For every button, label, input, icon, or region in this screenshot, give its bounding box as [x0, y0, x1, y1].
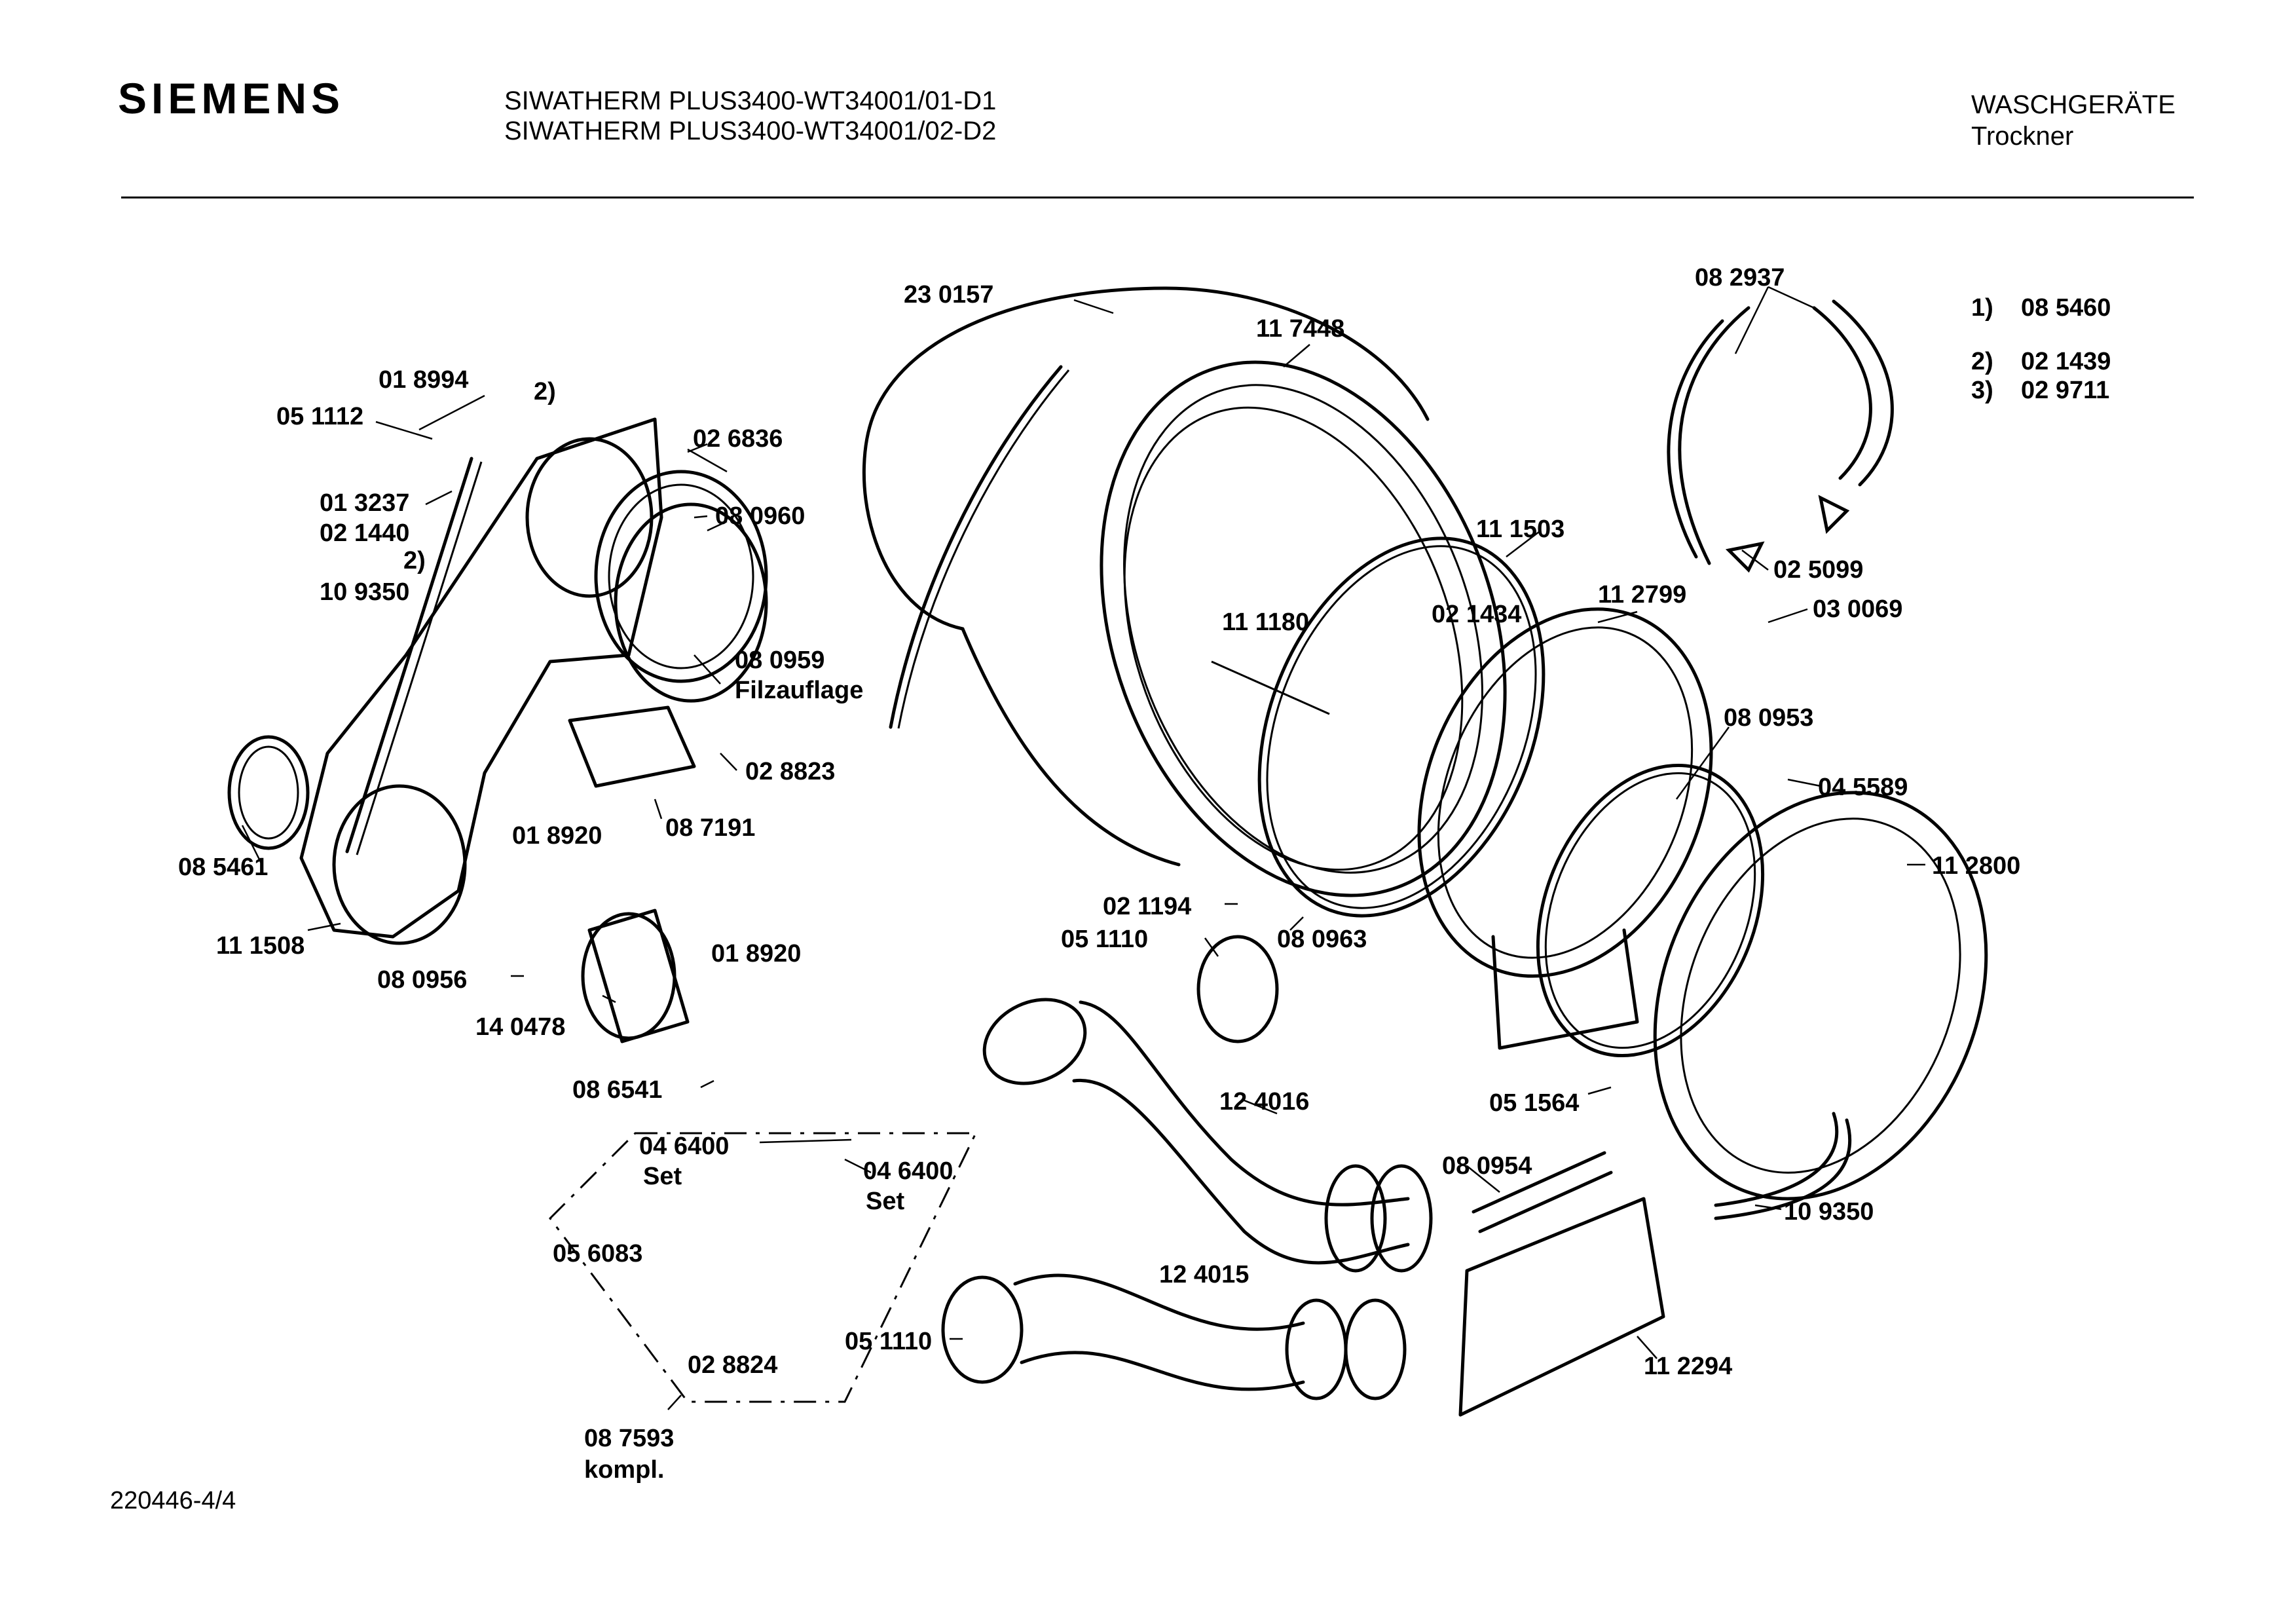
- footnote-list: 1) 08 5460 2) 02 1439 3) 02 9711: [1971, 294, 2111, 404]
- part-label: 08 0956: [377, 966, 467, 994]
- drum-assembly: [862, 286, 1988, 1220]
- part-label: 11 1180: [1222, 609, 1309, 636]
- header-divider: [121, 197, 2194, 198]
- part-label: kompl.: [584, 1456, 664, 1484]
- part-label: 08 7593: [584, 1425, 674, 1452]
- part-label: 08 0963: [1277, 926, 1367, 953]
- part-label: 08 0954: [1442, 1152, 1532, 1180]
- part-label: Set: [866, 1188, 904, 1215]
- footnote-part: 02 9711: [2021, 377, 2109, 404]
- category-title: WASCHGERÄTE: [1971, 90, 2176, 119]
- part-label: 01 8920: [711, 940, 801, 967]
- diagram-id: 220446-4/4: [110, 1487, 236, 1514]
- part-label: 11 2799: [1598, 581, 1686, 609]
- part-label: 04 6400: [863, 1157, 953, 1185]
- part-label: 05 1110: [845, 1328, 932, 1355]
- subcategory-title: Trockner: [1971, 122, 2074, 151]
- part-label: 11 1508: [216, 932, 305, 960]
- part-label: 02 6836: [693, 425, 783, 453]
- part-label: 08 5461: [178, 854, 268, 881]
- part-label: 11 2800: [1932, 852, 2020, 880]
- part-label: 23 0157: [904, 281, 993, 309]
- part-label: Filzauflage: [735, 677, 863, 704]
- blower-housing: [227, 417, 768, 1043]
- part-label: 14 0478: [475, 1013, 565, 1041]
- part-label: 05 1564: [1489, 1089, 1579, 1117]
- part-label: 11 1503: [1476, 516, 1565, 543]
- part-label: 12 4015: [1159, 1261, 1249, 1288]
- part-label: 02 1440: [320, 519, 409, 547]
- switch-set-frame: [549, 1132, 978, 1403]
- part-label: 02 8824: [688, 1351, 777, 1379]
- footnote-mark: 1): [1971, 294, 1993, 322]
- part-label: 02 1434: [1432, 601, 1521, 628]
- part-label: 01 3237: [320, 489, 409, 517]
- part-label: 08 2937: [1695, 264, 1785, 291]
- part-labels: 23 0157 11 7448 08 2937 01 8994 2) 05 11…: [178, 264, 2020, 1484]
- leader-lines: [241, 286, 1925, 1410]
- part-label: 08 7191: [665, 814, 755, 842]
- part-label: 2): [534, 378, 556, 405]
- part-label: 02 5099: [1773, 556, 1863, 584]
- part-label: 01 8920: [512, 822, 602, 850]
- part-label: 10 9350: [1784, 1198, 1874, 1226]
- part-label: 03 0069: [1813, 595, 1902, 623]
- footnote-part: 02 1439: [2021, 348, 2111, 375]
- air-ducts: [941, 935, 1665, 1417]
- footnote-part: 08 5460: [2021, 294, 2111, 322]
- part-label: 12 4016: [1219, 1088, 1309, 1116]
- part-label: 05 1110: [1061, 926, 1148, 953]
- part-label: Set: [643, 1163, 682, 1190]
- part-label: 04 6400: [639, 1133, 729, 1160]
- part-label: 04 5589: [1818, 774, 1908, 801]
- part-label: 08 0960: [715, 502, 805, 530]
- part-label: 05 1112: [276, 403, 363, 430]
- footnote-mark: 2): [1971, 348, 1993, 375]
- part-label: 02 8823: [745, 758, 835, 785]
- part-label: 01 8994: [379, 366, 468, 394]
- part-label: 10 9350: [320, 578, 409, 606]
- part-label: 08 0953: [1724, 704, 1813, 732]
- part-label: 11 7448: [1256, 315, 1344, 343]
- model-line-1: SIWATHERM PLUS3400-WT34001/01-D1: [504, 86, 997, 115]
- brand-logo: SIEMENS: [118, 74, 345, 122]
- model-line-2: SIWATHERM PLUS3400-WT34001/02-D2: [504, 117, 997, 145]
- footnote-mark: 3): [1971, 377, 1993, 404]
- part-label: 11 2294: [1644, 1353, 1732, 1380]
- part-label: 08 0959: [735, 647, 824, 674]
- part-label: 05 6083: [553, 1240, 642, 1267]
- part-label: 2): [403, 547, 426, 574]
- part-label: 02 1194: [1103, 893, 1191, 920]
- part-label: 08 6541: [572, 1076, 662, 1104]
